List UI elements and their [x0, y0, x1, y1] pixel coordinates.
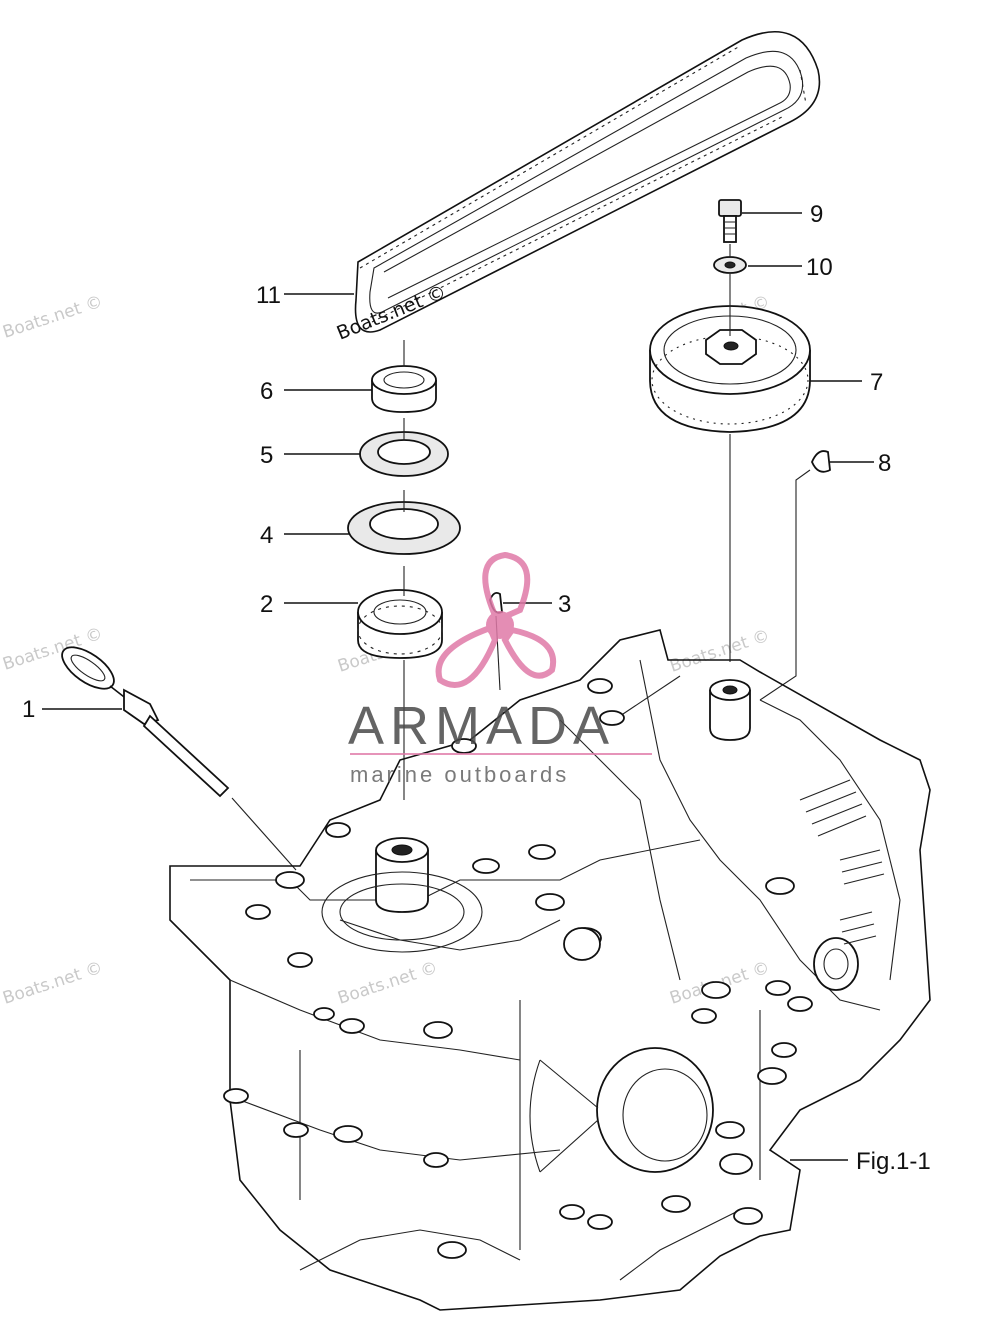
bolt-heads	[223, 678, 859, 1259]
dipstick-part	[61, 646, 230, 798]
watermark-text: Boats.net ©	[0, 958, 105, 1009]
callout-7: 7	[870, 369, 883, 396]
watermark-text: Boats.net ©	[335, 958, 440, 1009]
brand-logo: ARMADA marine outboards	[348, 551, 652, 787]
callout-3: 3	[558, 591, 571, 618]
figure-label: Fig.1-1	[856, 1148, 931, 1175]
callout-1: 1	[22, 696, 35, 723]
woodruff-key-part	[811, 450, 831, 473]
leader-lines	[42, 212, 874, 1161]
belt-guide-part	[347, 501, 461, 555]
brand-tagline: marine outboards	[350, 762, 569, 787]
engine-block	[169, 629, 931, 1311]
callout-11: 11	[256, 282, 281, 309]
callout-4: 4	[260, 522, 273, 549]
callout-10: 10	[806, 254, 833, 281]
watermark-text: Boats.net ©	[0, 292, 105, 343]
propeller-icon	[435, 551, 557, 688]
callout-2: 2	[260, 591, 273, 618]
pulley-nut-part	[371, 365, 437, 413]
callout-5: 5	[260, 442, 273, 469]
callout-8: 8	[878, 450, 891, 477]
belt-watermark: Boats.net ©	[334, 281, 450, 345]
bolt-part	[718, 199, 742, 243]
callout-6: 6	[260, 378, 273, 405]
washer-part	[713, 256, 747, 274]
callout-9: 9	[810, 201, 823, 228]
callout-numbers: 1 2 3 4 5 6 7 8 9 10 11 Fig.1-1	[22, 201, 931, 1175]
drive-sprocket-part	[357, 589, 443, 659]
brand-name: ARMADA	[348, 696, 615, 756]
